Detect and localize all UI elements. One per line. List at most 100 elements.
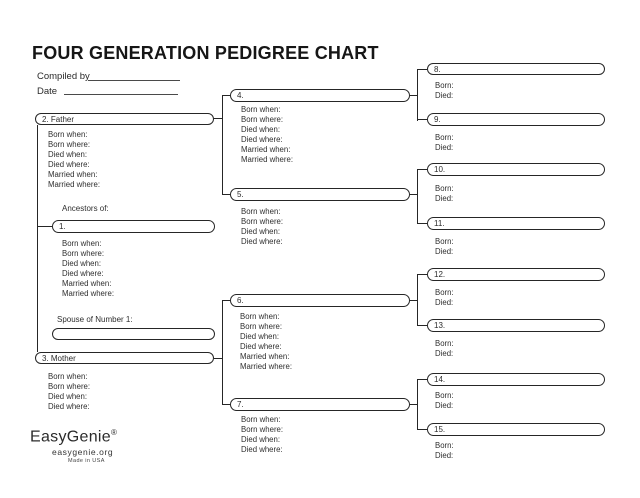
connector-line <box>214 118 223 120</box>
connector-line <box>416 428 427 430</box>
connector-line <box>221 299 223 405</box>
person-box-13: 13. <box>427 319 605 332</box>
field-label: Died where: <box>241 135 283 144</box>
connector-line <box>221 403 230 405</box>
field-label: Died where: <box>240 342 282 351</box>
person-7-fields: Born when: Born where: Died when: Died w… <box>241 415 283 455</box>
field-label: Married where: <box>62 289 114 298</box>
field-label: Born: <box>435 133 454 142</box>
person-13-fields: Born: Died: <box>435 339 454 359</box>
person-box-4: 4. <box>230 89 410 102</box>
field-label: Married when: <box>240 352 290 361</box>
brand-logo: EasyGenie® <box>30 428 117 446</box>
field-label: Died: <box>435 246 454 256</box>
field-label: Born when: <box>241 105 281 114</box>
date-blank <box>64 93 178 95</box>
field-label: Died when: <box>241 227 281 236</box>
date-label: Date <box>37 85 58 97</box>
field-label: Died: <box>435 143 454 152</box>
field-label: Born where: <box>241 115 284 124</box>
field-label: Married where: <box>241 155 293 164</box>
person-box-15: 15. <box>427 423 605 436</box>
person-box-3-mother: 3. Mother <box>35 351 214 364</box>
field-label: Died when: <box>48 150 88 159</box>
registered-trademark-symbol: ® <box>110 428 118 437</box>
person-box-5: 5. <box>230 188 410 201</box>
person-box-2-father: 2. Father <box>35 112 214 125</box>
compiled-by-label: Compiled by <box>37 71 90 82</box>
person-box-12: 12. <box>427 268 605 281</box>
person-15-fields: Born: Died: <box>435 441 454 461</box>
connector-line <box>416 222 427 224</box>
field-label: Born: <box>435 339 454 348</box>
connector-line <box>221 94 230 96</box>
field-label: Born when: <box>241 207 281 216</box>
person-12-fields: Born: Died: <box>435 288 454 308</box>
field-label: Born when: <box>48 130 88 139</box>
connector-line <box>416 379 418 430</box>
ancestors-of-label: Ancestors of: <box>62 204 109 213</box>
field-label: Died when: <box>241 435 281 444</box>
connector-line <box>416 169 418 224</box>
person-4-fields: Born when: Born where: Died when: Died w… <box>241 105 293 165</box>
person-3-fields: Born when: Born where: Died when: Died w… <box>48 372 90 412</box>
connector-line <box>214 357 223 359</box>
connector-line <box>410 193 417 195</box>
field-label: Born where: <box>241 217 284 226</box>
brand-website: easygenie.org <box>52 447 114 457</box>
field-label: Married when: <box>48 170 98 179</box>
field-label: Died when: <box>240 332 280 341</box>
person-box-1: 1. <box>52 220 215 233</box>
field-label: Born: <box>435 236 454 246</box>
person-10-fields: Born: Died: <box>435 184 454 204</box>
field-label: Born when: <box>240 312 280 321</box>
person-2-fields: Born when: Born where: Died when: Died w… <box>48 130 100 190</box>
field-label: Born: <box>435 80 454 90</box>
field-label: Died when: <box>48 392 88 401</box>
connector-line <box>221 299 230 301</box>
connector-line <box>416 68 418 121</box>
field-label: Born: <box>435 391 454 400</box>
field-label: Died where: <box>48 160 90 169</box>
connector-line <box>416 169 427 171</box>
person-box-14: 14. <box>427 373 605 386</box>
connector-line <box>221 193 230 195</box>
connector-line <box>37 225 52 227</box>
made-in-usa-label: Made in USA <box>68 458 105 464</box>
person-box-6: 6. <box>230 294 410 307</box>
connector-line <box>37 125 39 352</box>
field-label: Born where: <box>241 425 284 434</box>
field-label: Died: <box>435 90 454 100</box>
field-label: Born where: <box>240 322 283 331</box>
connector-line <box>416 274 418 326</box>
field-label: Born where: <box>62 249 105 258</box>
spouse-box <box>52 327 215 340</box>
field-label: Died where: <box>62 269 104 278</box>
field-label: Died: <box>435 401 454 410</box>
connector-line <box>416 68 427 70</box>
person-box-10: 10. <box>427 163 605 176</box>
field-label: Died: <box>435 298 454 307</box>
connector-line <box>410 403 417 405</box>
connector-line <box>410 299 417 301</box>
field-label: Born: <box>435 441 454 450</box>
connector-line <box>416 274 427 276</box>
field-label: Died when: <box>62 259 102 268</box>
person-5-fields: Born when: Born where: Died when: Died w… <box>241 207 283 247</box>
field-label: Born: <box>435 184 454 193</box>
field-label: Died: <box>435 451 454 460</box>
field-label: Married when: <box>62 279 112 288</box>
person-box-8: 8. <box>427 62 605 75</box>
person-11-fields: Born: Died: <box>435 237 454 257</box>
field-label: Born where: <box>48 382 91 391</box>
field-label: Died where: <box>48 402 90 411</box>
field-label: Born: <box>435 288 454 297</box>
spouse-label: Spouse of Number 1: <box>57 315 133 324</box>
person-box-11: 11. <box>427 217 605 230</box>
field-label: Married where: <box>240 362 292 371</box>
connector-line <box>416 119 427 121</box>
person-box-9: 9. <box>427 113 605 126</box>
connector-line <box>221 94 223 195</box>
field-label: Died where: <box>241 445 283 454</box>
person-1-fields: Born when: Born where: Died when: Died w… <box>62 239 114 299</box>
